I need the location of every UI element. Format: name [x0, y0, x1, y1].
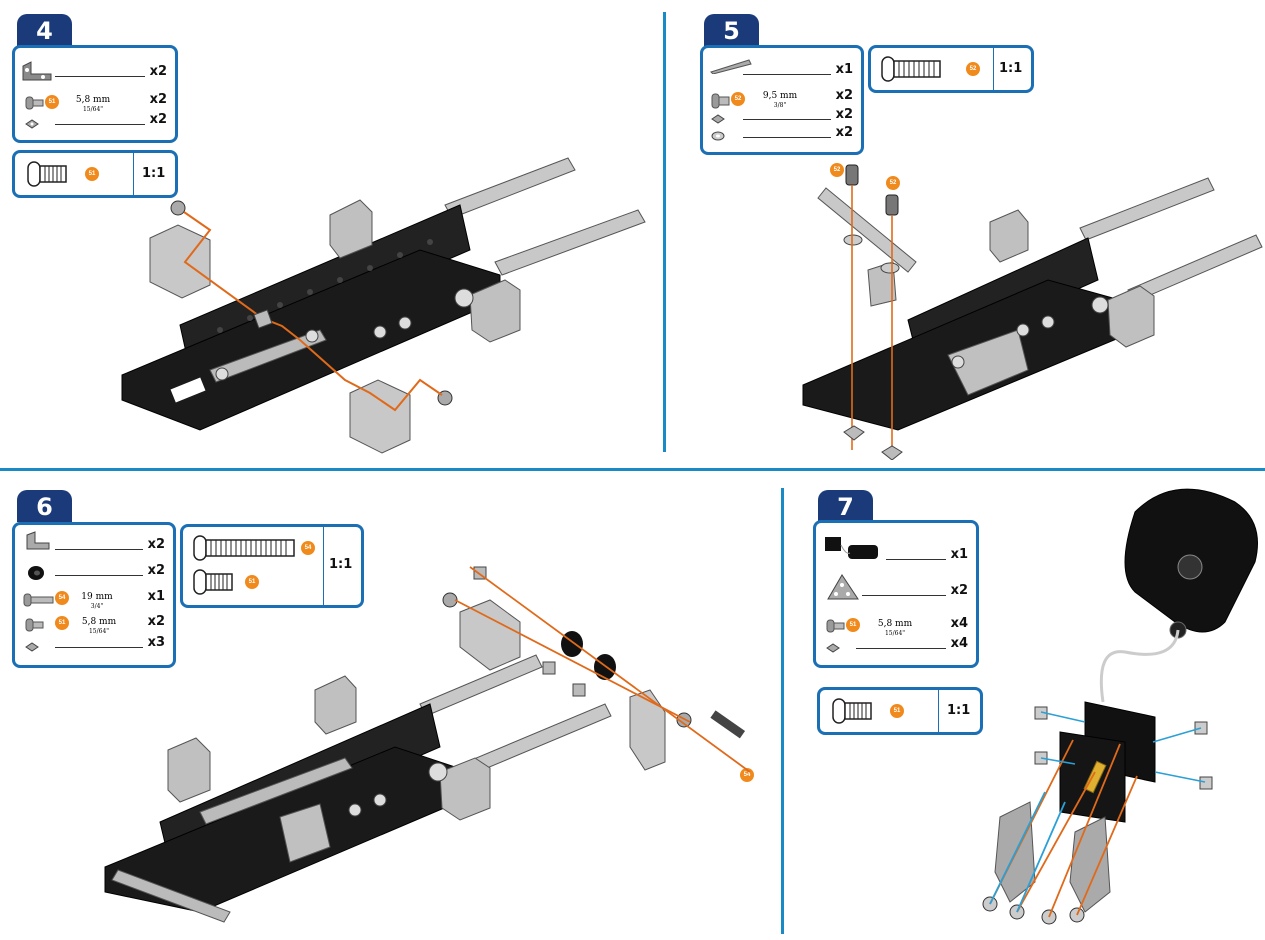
scale-reference: 51 1:1	[817, 687, 983, 735]
part-row: x4	[950, 616, 968, 631]
divider-vertical-bottom	[781, 488, 784, 934]
part-row: x1	[703, 62, 861, 82]
part-row: x2	[15, 112, 175, 132]
part-row: x3	[15, 635, 173, 655]
scale-reference: 51 1:1	[12, 150, 178, 198]
spacer-icon	[28, 566, 44, 580]
step-number: 5	[704, 14, 759, 46]
divider-horizontal	[0, 468, 1265, 471]
callout-badge: 52	[886, 176, 900, 190]
bolt-icon	[193, 535, 295, 561]
scale-reference: 52 1:1	[868, 45, 1034, 93]
scale-ratio: 1:1	[999, 61, 1023, 76]
part-code-badge: 51	[85, 167, 99, 181]
bolt-icon	[193, 569, 233, 595]
callout-badge: 54	[740, 768, 754, 782]
part-row: x2	[703, 107, 861, 127]
part-row: x1	[816, 547, 976, 567]
assembly-illustration	[121, 157, 646, 454]
scale-ratio: 1:1	[142, 166, 166, 181]
part-code-badge: 51	[45, 95, 59, 109]
part-row: x1	[147, 589, 165, 604]
part-row: x2	[835, 88, 853, 103]
assembly-illustration	[104, 566, 751, 923]
step-number: 4	[17, 14, 72, 46]
bolt-icon	[826, 619, 845, 633]
part-row: x2	[15, 563, 173, 583]
flat-strip-icon	[710, 59, 752, 74]
part-row: x2	[703, 125, 861, 145]
motor-switch-icon	[825, 537, 878, 559]
part-row: x2	[15, 537, 173, 557]
part-code-badge: 51	[890, 704, 904, 718]
bolt-icon	[881, 56, 941, 82]
assembly-illustration	[982, 488, 1258, 925]
bolt-icon	[711, 93, 730, 109]
part-row: x2	[15, 64, 175, 84]
part-code-badge: 51	[846, 618, 860, 632]
bolt-icon	[832, 698, 872, 724]
triangle-bracket-icon	[827, 574, 859, 600]
part-code-badge: 54	[301, 541, 315, 555]
part-code-badge: 52	[966, 62, 980, 76]
square-nut-icon	[25, 119, 39, 129]
part-code-badge: 52	[731, 92, 745, 106]
bolt-icon	[23, 593, 54, 607]
bolt-icon	[27, 161, 67, 187]
square-nut-icon	[826, 643, 840, 653]
callout-badge: 52	[830, 163, 844, 177]
part-code-badge: 51	[55, 616, 69, 630]
part-row: x4	[816, 636, 976, 656]
square-nut-icon	[711, 114, 725, 124]
part-code-badge: 54	[55, 591, 69, 605]
square-nut-icon	[25, 642, 39, 652]
part-row: x2	[816, 583, 976, 603]
scale-reference: 54 51 1:1	[180, 524, 364, 608]
step-number: 6	[17, 490, 72, 522]
angle-bracket-icon	[22, 61, 52, 81]
part-row: x2	[147, 614, 165, 629]
angle-bracket-icon	[26, 531, 50, 550]
bolt-icon	[25, 618, 44, 632]
assembly-illustration	[802, 164, 1263, 460]
part-row: x2	[149, 92, 167, 107]
scale-ratio: 1:1	[329, 557, 353, 572]
step-number: 7	[818, 490, 873, 522]
bolt-icon	[25, 96, 44, 110]
part-code-badge: 51	[245, 575, 259, 589]
washer-icon	[711, 131, 725, 141]
scale-ratio: 1:1	[947, 703, 971, 718]
divider-vertical-top	[663, 12, 666, 452]
